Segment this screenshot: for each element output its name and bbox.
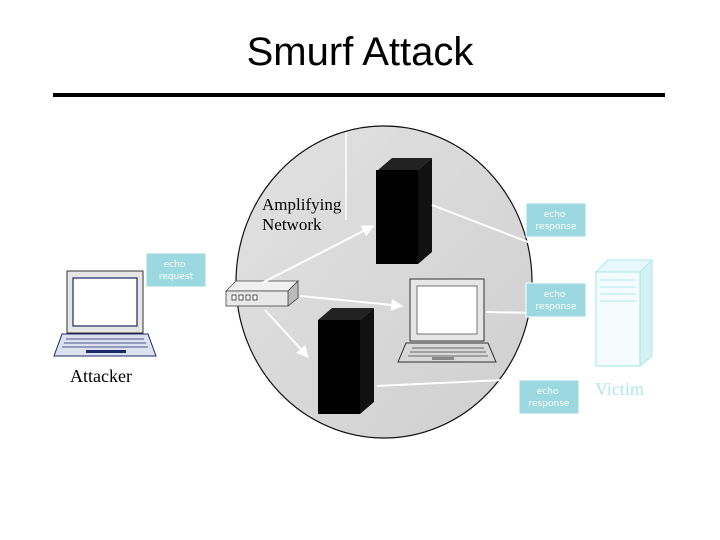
arrow-server2-to-victim xyxy=(376,375,589,387)
laptop-icon xyxy=(397,278,497,363)
echo-response-box: echo response xyxy=(525,202,587,238)
attacker-label: Attacker xyxy=(70,366,132,386)
network-label: Amplifying Network xyxy=(262,195,346,234)
arrow-hub-to-top-server xyxy=(261,225,375,284)
echo-request-box: echo request xyxy=(145,252,207,288)
arrow-hub-to-laptop xyxy=(299,295,404,311)
svg-text:echo response: echo response xyxy=(536,290,577,312)
svg-text:echo response: echo response xyxy=(536,210,577,232)
network-hub-icon xyxy=(225,280,299,307)
arrow-hub-to-bottom-server xyxy=(264,309,309,358)
attacker-laptop-icon xyxy=(53,270,157,357)
slide-title: Smurf Attack xyxy=(246,30,474,74)
arrow-server-to-victim xyxy=(431,204,591,267)
title-divider xyxy=(53,93,665,97)
server-icon xyxy=(376,158,432,264)
server-icon xyxy=(318,308,374,414)
svg-text:echo response: echo response xyxy=(529,387,570,409)
echo-response-box: echo response xyxy=(525,282,587,318)
victim-label: Victim xyxy=(595,379,644,399)
svg-text:echo request: echo request xyxy=(159,260,194,282)
echo-response-box: echo response xyxy=(518,379,580,415)
victim-server-icon xyxy=(594,258,654,368)
